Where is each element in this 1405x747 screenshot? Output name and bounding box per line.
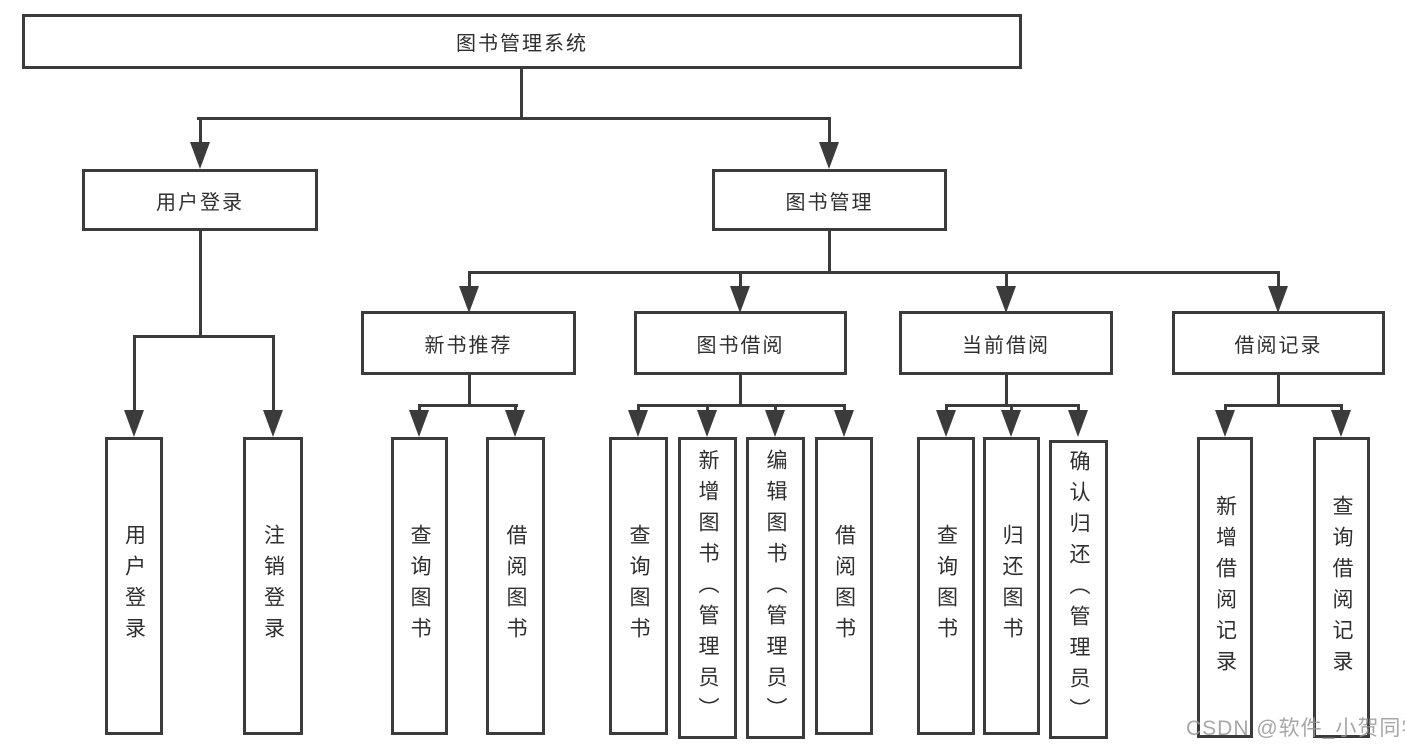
arrow-down-icon xyxy=(834,410,854,437)
node-label: 确认归还（管理员） xyxy=(1067,450,1091,729)
connector-arrow-stem xyxy=(1010,404,1013,414)
connector-root-branch xyxy=(197,117,831,120)
arrow-down-icon xyxy=(505,410,525,437)
arrow-down-icon xyxy=(1001,410,1021,437)
node-borrowing-records: 借阅记录 xyxy=(1172,311,1385,375)
arrow-down-icon xyxy=(1331,410,1351,437)
arrow-down-icon xyxy=(936,410,956,437)
node-label: 用户登录 xyxy=(122,524,146,648)
node-book-management: 图书管理 xyxy=(712,169,947,231)
node-label: 借阅图书 xyxy=(832,524,856,648)
node-label: 图书借阅 xyxy=(696,334,785,357)
connector-recommend-branch xyxy=(418,404,518,407)
node-label: 借阅图书 xyxy=(504,524,528,648)
csdn-watermark: CSDN @软件_小贺同学 xyxy=(1186,717,1405,740)
arrow-down-icon xyxy=(409,410,429,437)
connector-records-stem xyxy=(1277,375,1280,407)
node-current-borrowing: 当前借阅 xyxy=(899,311,1113,375)
leaf-return-books: 归还图书 xyxy=(983,437,1040,735)
node-book-borrowing: 图书借阅 xyxy=(634,311,847,375)
arrow-down-icon xyxy=(819,142,839,169)
arrow-down-icon xyxy=(1268,286,1288,313)
arrow-down-icon xyxy=(996,286,1016,313)
connector-borrowing-branch xyxy=(637,404,846,407)
leaf-search-borrow-record: 查询借阅记录 xyxy=(1313,437,1370,738)
connector-arrow-stem xyxy=(828,117,831,146)
connector-root-stem xyxy=(520,69,523,118)
node-label: 用户登录 xyxy=(156,191,244,214)
connector-arrow-stem xyxy=(1224,404,1227,414)
connector-records-branch xyxy=(1224,404,1343,407)
connector-arrow-stem xyxy=(843,404,846,414)
node-label: 查询借阅记录 xyxy=(1330,494,1354,681)
arrow-down-icon xyxy=(263,410,283,437)
connector-arrow-stem xyxy=(468,271,471,290)
arrow-down-icon xyxy=(1068,410,1088,437)
connector-arrow-stem xyxy=(774,404,777,414)
arrow-down-icon xyxy=(765,410,785,437)
connector-user-login-branch xyxy=(133,335,275,338)
arrow-down-icon xyxy=(697,410,717,437)
leaf-add-borrow-record: 新增借阅记录 xyxy=(1197,437,1253,738)
leaf-add-books-admin: 新增图书（管理员） xyxy=(678,437,737,739)
node-label: 图书管理系统 xyxy=(456,33,588,55)
connector-arrow-stem xyxy=(418,404,421,414)
connector-arrow-stem xyxy=(1340,404,1343,414)
arrow-down-icon xyxy=(190,142,210,169)
arrow-down-icon xyxy=(459,286,479,313)
arrow-down-icon xyxy=(124,410,144,437)
connector-arrow-stem xyxy=(133,335,136,414)
node-label: 借阅记录 xyxy=(1234,334,1323,357)
node-new-book-recommend: 新书推荐 xyxy=(361,311,576,375)
node-label: 查询图书 xyxy=(408,524,432,648)
leaf-confirm-return-admin: 确认归还（管理员） xyxy=(1049,440,1108,739)
node-label: 图书管理 xyxy=(785,191,874,214)
node-label: 归还图书 xyxy=(1000,524,1024,648)
node-root-book-management-system: 图书管理系统 xyxy=(22,14,1022,69)
node-label: 注销登录 xyxy=(261,524,285,648)
leaf-logout: 注销登录 xyxy=(243,437,303,735)
connector-book-mgmt-stem xyxy=(828,231,831,274)
connector-user-login-stem xyxy=(199,231,202,338)
connector-arrow-stem xyxy=(739,271,742,290)
arrow-down-icon xyxy=(628,410,648,437)
node-label: 当前借阅 xyxy=(962,334,1050,357)
node-label: 新书推荐 xyxy=(424,334,513,357)
connector-arrow-stem xyxy=(637,404,640,414)
node-label: 编辑图书（管理员） xyxy=(764,448,788,728)
connector-arrow-stem xyxy=(199,117,202,146)
node-label: 新增图书（管理员） xyxy=(696,448,720,728)
leaf-borrow-books-borrowing: 借阅图书 xyxy=(815,437,873,735)
connector-book-mgmt-branch xyxy=(468,271,1280,274)
connector-arrow-stem xyxy=(945,404,948,414)
node-label: 查询图书 xyxy=(627,524,651,648)
leaf-search-books-recommend: 查询图书 xyxy=(391,437,448,735)
connector-borrowing-stem xyxy=(739,375,742,407)
leaf-edit-books-admin: 编辑图书（管理员） xyxy=(746,437,805,739)
arrow-down-icon xyxy=(730,286,750,313)
connector-arrow-stem xyxy=(1005,271,1008,290)
leaf-search-books-borrowing: 查询图书 xyxy=(609,437,668,735)
connector-current-stem xyxy=(1005,375,1008,407)
arrow-down-icon xyxy=(1215,410,1235,437)
node-label: 查询图书 xyxy=(934,524,958,648)
leaf-user-login: 用户登录 xyxy=(105,437,163,735)
node-label: 新增借阅记录 xyxy=(1213,494,1237,681)
connector-arrow-stem xyxy=(272,335,275,414)
connector-arrow-stem xyxy=(1077,404,1080,414)
connector-recommend-stem xyxy=(468,375,471,407)
connector-arrow-stem xyxy=(514,404,517,414)
leaf-search-books-current: 查询图书 xyxy=(917,437,975,735)
connector-arrow-stem xyxy=(706,404,709,414)
node-user-login: 用户登录 xyxy=(82,169,318,231)
connector-arrow-stem xyxy=(1277,271,1280,290)
leaf-borrow-books-recommend: 借阅图书 xyxy=(486,437,545,735)
